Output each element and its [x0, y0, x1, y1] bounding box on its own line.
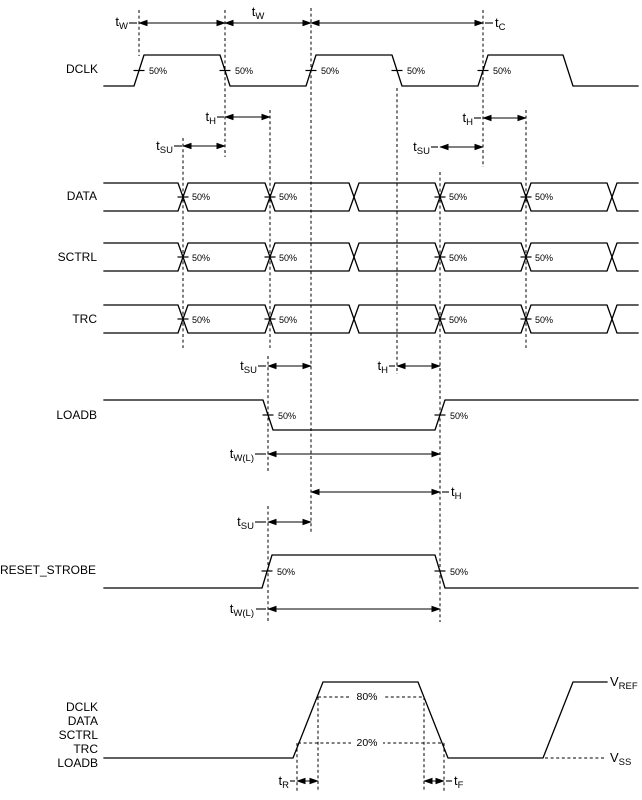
signal-label-reset-strobe: RESET_STROBE [0, 563, 96, 577]
sctrl-waveform-upper [103, 242, 639, 272]
signal-label-sctrl: SCTRL [58, 250, 98, 264]
pct-label: 50% [235, 66, 253, 76]
label-tc: tC [495, 15, 506, 33]
level-20-label: 20% [356, 737, 377, 749]
label-tr: tR [279, 773, 290, 791]
loadb-waveform [103, 399, 639, 431]
label-reset-tsu: tSU [237, 514, 254, 532]
signal-label-data: DATA [67, 189, 97, 203]
label-vref: VREF [610, 674, 638, 692]
pct-label: 50% [192, 253, 210, 263]
trc-row: TRC 50% 50% 50% 50% [72, 304, 639, 334]
group-label-sctrl: SCTRL [59, 728, 99, 742]
data-waveform-lower [103, 182, 639, 212]
pct-label: 50% [450, 411, 468, 421]
group-label-trc: TRC [73, 742, 98, 756]
dimension-arrows [129, 19, 527, 785]
label-loadb-th: tH [378, 358, 389, 376]
rise-fall-diagram: DCLK DATA SCTRL TRC LOADB 80% 20% VREF V… [57, 674, 638, 770]
pct-label: 50% [407, 66, 425, 76]
label-tf: tF [454, 773, 464, 791]
label-tw-2: tW [252, 4, 265, 22]
label-tw-1: tW [115, 14, 128, 32]
label-th-2: tH [463, 110, 474, 128]
pct-label: 50% [535, 253, 553, 263]
dclk-row: DCLK 50% 50% 50% 50% 50% [66, 54, 639, 87]
sctrl-row: SCTRL 50% 50% 50% 50% [58, 242, 639, 272]
sctrl-waveform-lower [103, 242, 639, 272]
reset-strobe-row: RESET_STROBE 50% 50% [0, 554, 639, 589]
pct-label: 50% [149, 66, 167, 76]
pct-label: 50% [535, 192, 553, 202]
pct-label: 50% [450, 567, 468, 577]
pct-label: 50% [279, 315, 297, 325]
reset-strobe-waveform [103, 554, 639, 589]
pct-label: 50% [449, 192, 467, 202]
pct-label: 50% [535, 315, 553, 325]
pct-label: 50% [321, 66, 339, 76]
dclk-waveform [103, 54, 639, 87]
label-tsu-1: tSU [156, 138, 173, 156]
pct-label: 50% [277, 567, 295, 577]
data-row: DATA 50% 50% 50% 50% [67, 182, 639, 212]
label-loadb-twl: tW(L) [230, 446, 254, 464]
label-th-1: tH [206, 109, 217, 127]
signal-label-trc: TRC [72, 312, 97, 326]
label-reset-twl: tW(L) [230, 601, 254, 619]
data-waveform-upper [103, 182, 639, 212]
pct-label: 50% [279, 192, 297, 202]
pct-label: 50% [493, 66, 511, 76]
label-loadb-tsu: tSU [240, 358, 257, 376]
timing-labels: tW tW tC tH tSU tH tSU tSU tH tW(L) tH t… [115, 4, 505, 791]
trc-waveform-lower [103, 304, 639, 334]
group-label-dclk: DCLK [66, 700, 98, 714]
rise-fall-waveform [103, 681, 608, 759]
group-label-loadb: LOADB [57, 756, 98, 770]
pct-label: 50% [449, 315, 467, 325]
label-vss: VSS [610, 750, 631, 768]
label-tsu-2: tSU [413, 139, 430, 157]
label-reset-th: tH [451, 484, 462, 502]
pct-label: 50% [192, 315, 210, 325]
pct-label: 50% [279, 253, 297, 263]
signal-label-dclk: DCLK [66, 62, 98, 76]
label-backing [351, 735, 383, 747]
level-80-label: 80% [356, 691, 377, 703]
trc-waveform-upper [103, 304, 639, 334]
pct-label: 50% [192, 192, 210, 202]
pct-label: 50% [278, 411, 296, 421]
group-label-data: DATA [68, 714, 98, 728]
loadb-row: LOADB 50% 50% [56, 399, 639, 431]
pct-label: 50% [449, 253, 467, 263]
signal-label-loadb: LOADB [56, 408, 97, 422]
label-backing [351, 689, 383, 701]
